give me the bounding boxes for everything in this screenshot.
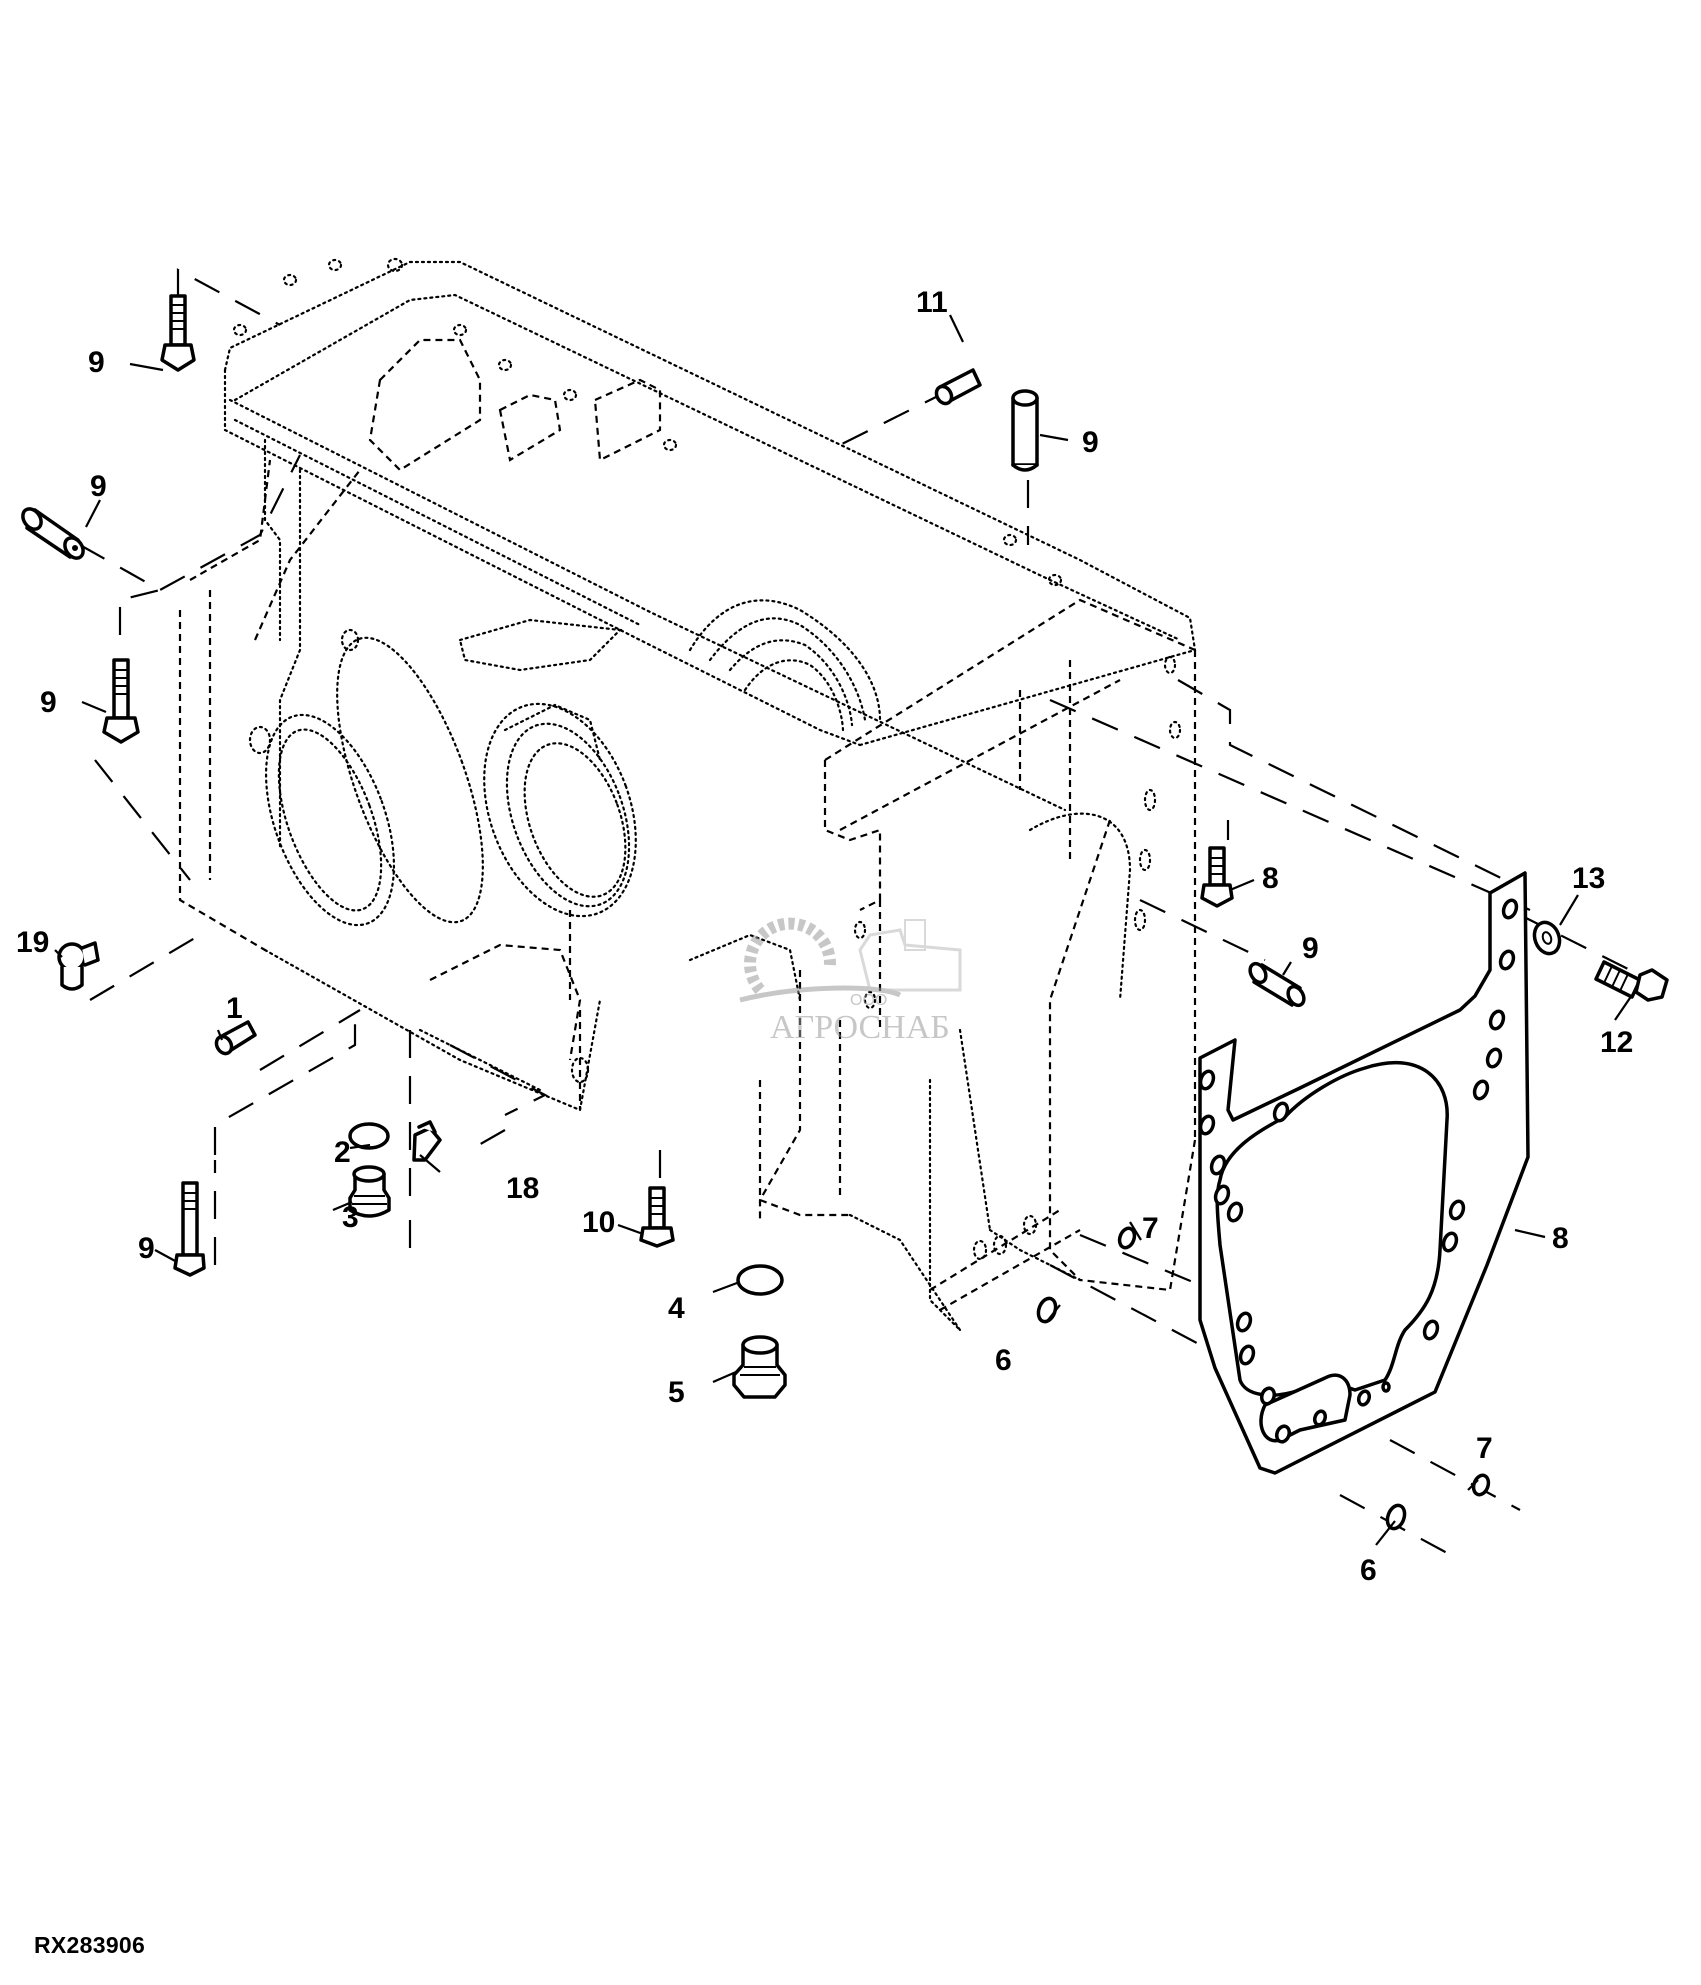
- plug-18[interactable]: [412, 1120, 442, 1162]
- dowel-pin-1[interactable]: [213, 1020, 257, 1056]
- capscrew-13[interactable]: [173, 1181, 206, 1277]
- callout-8: 8: [1552, 1222, 1569, 1255]
- elbow-fitting-19[interactable]: [57, 941, 100, 991]
- callout-5: 5: [668, 1376, 685, 1409]
- callout-16: 12: [1600, 1026, 1633, 1059]
- watermark-prefix: ООО: [850, 992, 887, 1009]
- callout-6-upper: 6: [995, 1344, 1012, 1377]
- washer-17[interactable]: [1530, 919, 1563, 957]
- o-ring-2[interactable]: [348, 1122, 390, 1150]
- callout-7-upper: 7: [1142, 1212, 1159, 1245]
- callout-labels: 9 9 9 11 9 8 9 13 12 8 7 7 6 6 19 1 2 3 …: [16, 286, 1633, 1587]
- capscrew-10[interactable]: [1200, 846, 1234, 908]
- callout-2: 2: [334, 1136, 351, 1169]
- o-ring-4[interactable]: [736, 1264, 784, 1296]
- capscrew-14[interactable]: [639, 1186, 675, 1248]
- capscrew-12[interactable]: [102, 658, 140, 744]
- callout-7-lower: 7: [1476, 1432, 1493, 1465]
- figure-reference-code: RX283906: [34, 1932, 146, 1958]
- capscrew-16[interactable]: [1594, 960, 1669, 1002]
- callout-10: 8: [1262, 862, 1279, 895]
- o-ring-6-lower[interactable]: [1384, 1503, 1407, 1531]
- callout-19: 19: [16, 926, 49, 959]
- callout-15: 11: [916, 286, 948, 319]
- callout-3: 3: [342, 1201, 359, 1234]
- transmission-housing-outline: [178, 257, 1197, 1332]
- callout-17: 13: [1572, 862, 1605, 895]
- callout-14: 10: [582, 1206, 615, 1239]
- assembly-leader-lines: [79, 268, 1661, 1561]
- plug-5[interactable]: [732, 1335, 787, 1399]
- callout-18: 18: [506, 1172, 539, 1205]
- callout-13: 9: [138, 1232, 155, 1265]
- capscrew-11[interactable]: [160, 294, 196, 372]
- callout-6-lower: 6: [1360, 1554, 1377, 1587]
- callout-9-top: 9: [1082, 426, 1099, 459]
- watermark-logo: ООО АГРОСНАБ: [739, 917, 962, 1046]
- callout-1: 1: [226, 992, 243, 1025]
- spring-pin-15[interactable]: [933, 368, 982, 406]
- callout-9-left: 9: [90, 470, 107, 503]
- dowel-pin-9-right[interactable]: [1247, 961, 1307, 1008]
- callout-11: 9: [88, 346, 105, 379]
- gasket-8[interactable]: [1198, 871, 1530, 1475]
- callout-12: 9: [40, 686, 57, 719]
- o-ring-7-upper[interactable]: [1117, 1226, 1137, 1250]
- watermark-name: АГРОСНАБ: [770, 1009, 950, 1046]
- dowel-pin-9-top[interactable]: [1011, 389, 1039, 472]
- dowel-pin-9-left[interactable]: [19, 505, 87, 561]
- housing-bolt-holes: [232, 257, 1182, 1261]
- callout-4: 4: [668, 1292, 685, 1325]
- plug-3[interactable]: [348, 1165, 391, 1218]
- callout-9-right: 9: [1302, 932, 1319, 965]
- gasket-bolt-holes: [1198, 898, 1519, 1444]
- callout-pointer-lines: [54, 314, 1633, 1546]
